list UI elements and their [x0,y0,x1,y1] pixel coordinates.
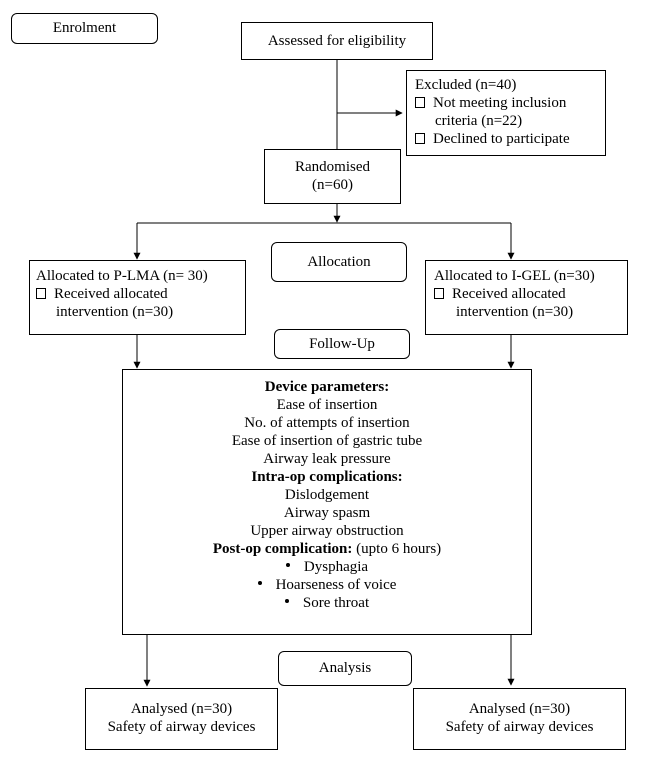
intraop-header: Intra-op complications: [251,469,403,485]
igel-item-cont: intervention (n=30) [456,304,574,320]
node-analysed-right: Analysed (n=30) Safety of airway devices [413,688,626,750]
stage-analysis-label: Analysis [318,660,372,676]
bullet-dot-icon [257,581,262,585]
intraop-item: Upper airway obstruction [250,523,404,539]
postop-item: Hoarseness of voice [123,576,531,594]
node-assessed-label: Assessed for eligibility [267,32,407,49]
stage-allocation-label: Allocation [307,253,371,270]
postop-item: Sore throat [123,594,531,612]
excluded-item-1: Not meeting inclusion [415,94,605,112]
analysed-left-line-1: Analysed (n=30) [130,701,233,717]
bullet-dot-icon [285,563,290,567]
checkbox-bullet-icon [434,288,444,299]
analysed-right-line-2: Safety of airway devices [445,719,594,735]
postop-item-text: Sore throat [302,595,370,611]
node-igel: Allocated to I-GEL (n=30) Received alloc… [425,260,628,335]
checkbox-bullet-icon [36,288,46,299]
stage-allocation: Allocation [271,242,407,282]
node-randomised: Randomised (n=60) [264,149,401,204]
analysed-right-line-1: Analysed (n=30) [468,701,571,717]
node-analysed-left: Analysed (n=30) Safety of airway devices [85,688,278,750]
excluded-item-2: Declined to participate [415,130,605,148]
igel-title: Allocated to I-GEL (n=30) [434,268,595,284]
randomised-line-1: Randomised [295,159,370,175]
postop-item: Dysphagia [123,558,531,576]
analysed-left-line-2: Safety of airway devices [107,719,256,735]
checkbox-bullet-icon [415,133,425,144]
stage-analysis: Analysis [278,651,412,686]
igel-item: Received allocated [434,285,627,303]
plma-item-cont: intervention (n=30) [56,304,174,320]
stage-followup-label: Follow-Up [309,335,375,352]
postop-item-text: Dysphagia [303,559,369,575]
node-plma: Allocated to P-LMA (n= 30) Received allo… [29,260,246,335]
node-excluded: Excluded (n=40) Not meeting inclusion cr… [406,70,606,156]
device-param-item: Ease of insertion [276,397,378,413]
intraop-item: Dislodgement [284,487,370,503]
device-param-item: No. of attempts of insertion [244,415,410,431]
checkbox-bullet-icon [415,97,425,108]
excluded-item-1-cont: criteria (n=22) [435,113,523,129]
randomised-line-2: (n=60) [312,177,353,193]
device-param-item: Airway leak pressure [263,451,391,467]
device-params-header: Device parameters: [264,379,390,395]
excluded-title: Excluded (n=40) [415,77,517,93]
postop-header-line: Post-op complication: (upto 6 hours) [123,540,531,558]
plma-item-text: Received allocated [54,286,168,302]
excluded-item-1-text: Not meeting inclusion [433,95,567,111]
plma-item: Received allocated [36,285,245,303]
stage-followup: Follow-Up [274,329,410,359]
stage-enrolment-label: Enrolment [52,20,117,36]
postop-item-text: Hoarseness of voice [275,577,397,593]
igel-item-text: Received allocated [452,286,566,302]
intraop-item: Airway spasm [283,505,371,521]
excluded-item-2-text: Declined to participate [433,131,570,147]
plma-title: Allocated to P-LMA (n= 30) [36,268,208,284]
postop-note: (upto 6 hours) [352,541,442,557]
node-assessed: Assessed for eligibility [241,22,433,60]
postop-header: Post-op complication: [212,541,353,557]
device-param-item: Ease of insertion of gastric tube [231,433,423,449]
stage-enrolment: Enrolment [11,13,158,44]
node-parameters: Device parameters: Ease of insertion No.… [122,369,532,635]
bullet-dot-icon [284,599,289,603]
